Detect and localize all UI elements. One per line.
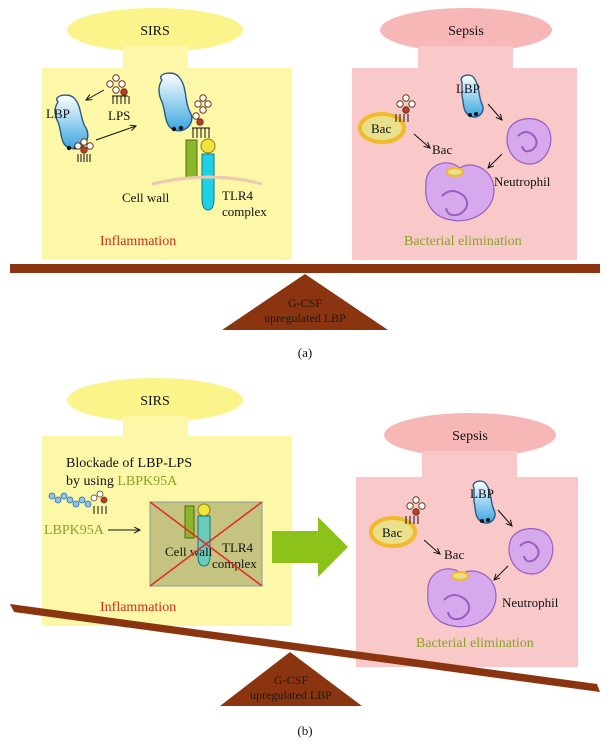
neutrophil-icon xyxy=(508,528,554,575)
neutrophil-icon xyxy=(506,118,552,165)
arrow-lbp-to-neutrophil xyxy=(497,509,512,526)
caption-a: (a) xyxy=(298,345,312,360)
lps-cluster-icon xyxy=(74,138,94,162)
blockade-label-line1: Blockade of LBP-LPS xyxy=(66,456,192,471)
balance-beam xyxy=(10,264,600,273)
cell-wall-line xyxy=(151,175,263,186)
sirs-header-bubble xyxy=(67,378,243,422)
arrow-bac xyxy=(413,133,430,148)
phagocyte-icon xyxy=(427,568,497,628)
shift-arrow-icon xyxy=(272,517,348,577)
inflammation-label: Inflammation xyxy=(100,600,176,615)
tlr4-head-icon xyxy=(197,503,211,517)
arrow-lps-to-lbp xyxy=(86,89,105,100)
lbp-molecule-icon xyxy=(460,74,484,118)
neutrophil-label: Neutrophil xyxy=(494,174,551,189)
cd14-icon xyxy=(184,505,195,539)
inflammation-label: Inflammation xyxy=(100,234,176,249)
lps-icon xyxy=(106,74,130,104)
tlr4-label: TLR4 xyxy=(222,540,254,555)
cross-line-2 xyxy=(149,501,263,587)
blockade-prefix: by using xyxy=(66,474,117,489)
bacterium-icon xyxy=(369,496,426,548)
lbp-lps-bound-icon xyxy=(158,72,212,138)
sepsis-container-a: Sepsis xyxy=(352,8,577,260)
fulcrum-label-line1: G-CSF xyxy=(274,673,308,687)
bac-label-2: Bac xyxy=(444,547,464,562)
fulcrum-label-line2: upregulated LBP xyxy=(250,688,332,702)
bacterium-icon xyxy=(358,94,416,144)
tlr4-complex-label: complex xyxy=(212,556,257,571)
arrow-lbp-to-neutrophil xyxy=(487,103,502,120)
arrow-neutrophil xyxy=(494,565,509,580)
bac-label-1: Bac xyxy=(382,525,402,540)
balance-beam-tilted xyxy=(10,604,600,692)
bac-label-1: Bac xyxy=(371,121,391,136)
blocked-receptor-box: Cell wall TLR4 complex xyxy=(149,501,263,587)
sepsis-header-label: Sepsis xyxy=(448,24,484,39)
arrow-bac xyxy=(423,539,440,554)
caption-b: (b) xyxy=(297,723,312,738)
panel-b: SIRS Blockade of LBP-LPS by using LBPK95… xyxy=(10,378,600,738)
fulcrum xyxy=(220,652,362,706)
bac-label-2: Bac xyxy=(432,142,452,157)
phagocyte-icon xyxy=(425,162,495,222)
tlr4-head-icon xyxy=(200,138,216,154)
neutrophil-label: Neutrophil xyxy=(502,595,559,610)
panel-a: SIRS Sepsis LBP xyxy=(10,8,600,360)
blockade-label-line2: by using LBPK95A xyxy=(66,474,178,489)
tlr4-complex-label: complex xyxy=(222,204,267,219)
tlr4-icon xyxy=(201,153,215,211)
lbp-label-right: LBP xyxy=(456,81,480,96)
sepsis-header-bubble xyxy=(384,413,556,457)
cd14-icon xyxy=(185,139,198,179)
sirs-header-label: SIRS xyxy=(140,24,170,39)
sepsis-header-bubble xyxy=(380,8,552,52)
arrow-neutrophil xyxy=(488,153,503,168)
arrow-complex-to-receptor xyxy=(95,126,136,141)
sirs-header-bubble xyxy=(67,8,243,52)
lps-label: LPS xyxy=(108,108,130,123)
fulcrum xyxy=(222,274,388,330)
lbp-label-right: LBP xyxy=(470,486,494,501)
blockade-drug: LBPK95A xyxy=(117,474,178,489)
bacterial-elimination-label: Bacterial elimination xyxy=(416,636,534,651)
sirs-header-label: SIRS xyxy=(140,394,170,409)
bacterial-elimination-label: Bacterial elimination xyxy=(404,234,522,249)
lbpk95a-label: LBPK95A xyxy=(44,523,105,538)
sepsis-header-label: Sepsis xyxy=(452,429,488,444)
lbp-molecule-icon xyxy=(472,480,496,524)
tlr4-label: TLR4 xyxy=(222,188,254,203)
fulcrum-label-line1: G-CSF xyxy=(288,296,322,310)
cell-wall-label: Cell wall xyxy=(122,190,170,205)
lbpk95a-molecule-icon xyxy=(48,490,108,514)
lbp-label: LBP xyxy=(46,106,70,121)
tlr4-icon xyxy=(197,515,211,567)
fulcrum-label-line2: upregulated LBP xyxy=(264,311,346,325)
